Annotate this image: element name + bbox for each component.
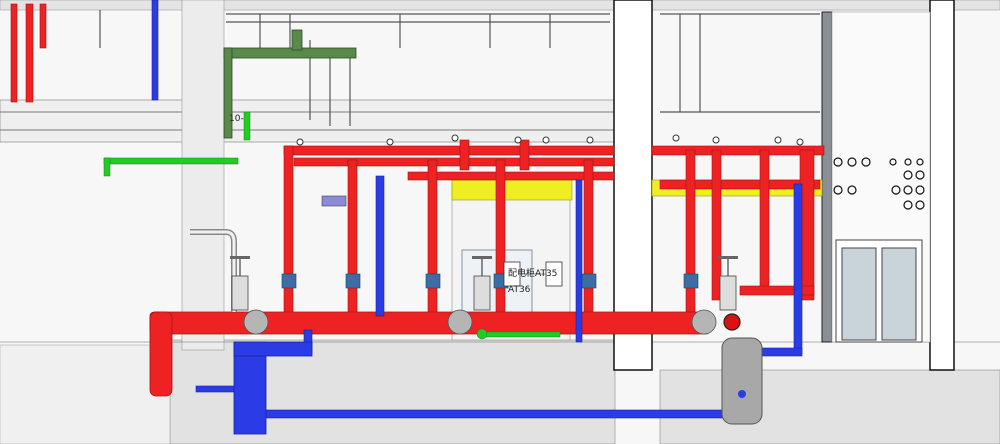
gray-vent-pipe: [190, 229, 237, 312]
green-branch-line: [103, 111, 251, 177]
gate-valve-icon: [230, 256, 738, 311]
control-valves: [281, 273, 699, 289]
panel-tag-at36: AT36: [508, 285, 531, 295]
double-door: [835, 239, 923, 343]
water-tank-left: [233, 341, 313, 435]
wall-penetrations: [833, 157, 925, 210]
green-tag-label: 10-: [229, 114, 244, 124]
pressure-gauge-icon: [296, 134, 804, 146]
upper-left-red-risers: [10, 0, 159, 103]
fire-main-header: [283, 139, 825, 321]
olive-duct: [223, 29, 357, 139]
green-bottom-line: [476, 328, 561, 340]
ceiling-pipes: [99, 10, 820, 126]
pump-icon: [243, 309, 741, 335]
electric-panel-tags: [321, 195, 563, 287]
pressure-tank: [721, 337, 763, 425]
panel-tag-at35: 配电柜AT35: [508, 267, 557, 279]
